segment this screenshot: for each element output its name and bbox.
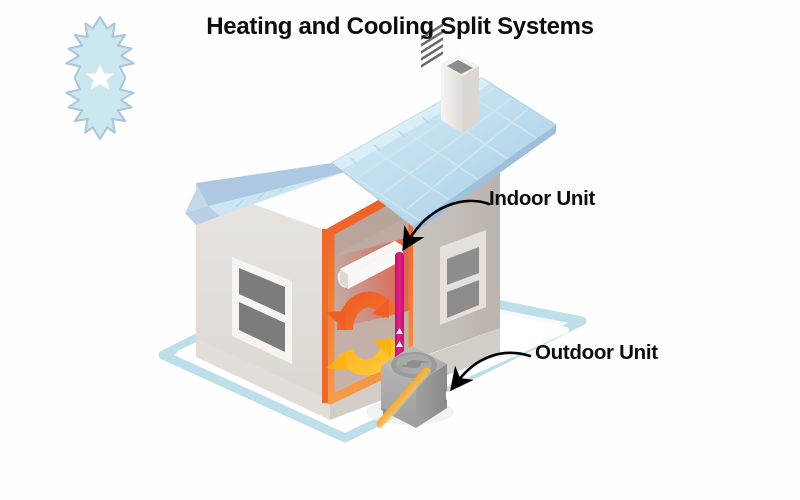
indoor-unit[interactable] bbox=[336, 241, 403, 289]
chimney bbox=[441, 55, 479, 133]
chimney-opening bbox=[447, 60, 473, 74]
outdoor-unit-side-vents bbox=[421, 23, 443, 68]
power-line bbox=[376, 367, 468, 429]
window-right bbox=[440, 230, 486, 325]
callout-arrow-outdoor bbox=[450, 351, 532, 392]
page-title: Heating and Cooling Split Systems bbox=[206, 13, 594, 40]
snowflake-icon bbox=[65, 16, 135, 140]
refrigerant-line bbox=[395, 252, 404, 367]
house-left-wall bbox=[196, 183, 330, 400]
window-left bbox=[232, 257, 292, 364]
callout-label-outdoor-unit: Outdoor Unit bbox=[535, 341, 658, 364]
house-roof bbox=[185, 77, 558, 234]
callout-arrow-indoor bbox=[402, 199, 491, 252]
roof-left-edge bbox=[196, 163, 345, 206]
air-circulation-arrows bbox=[326, 291, 398, 376]
callout-label-indoor-unit: Indoor Unit bbox=[489, 187, 596, 210]
